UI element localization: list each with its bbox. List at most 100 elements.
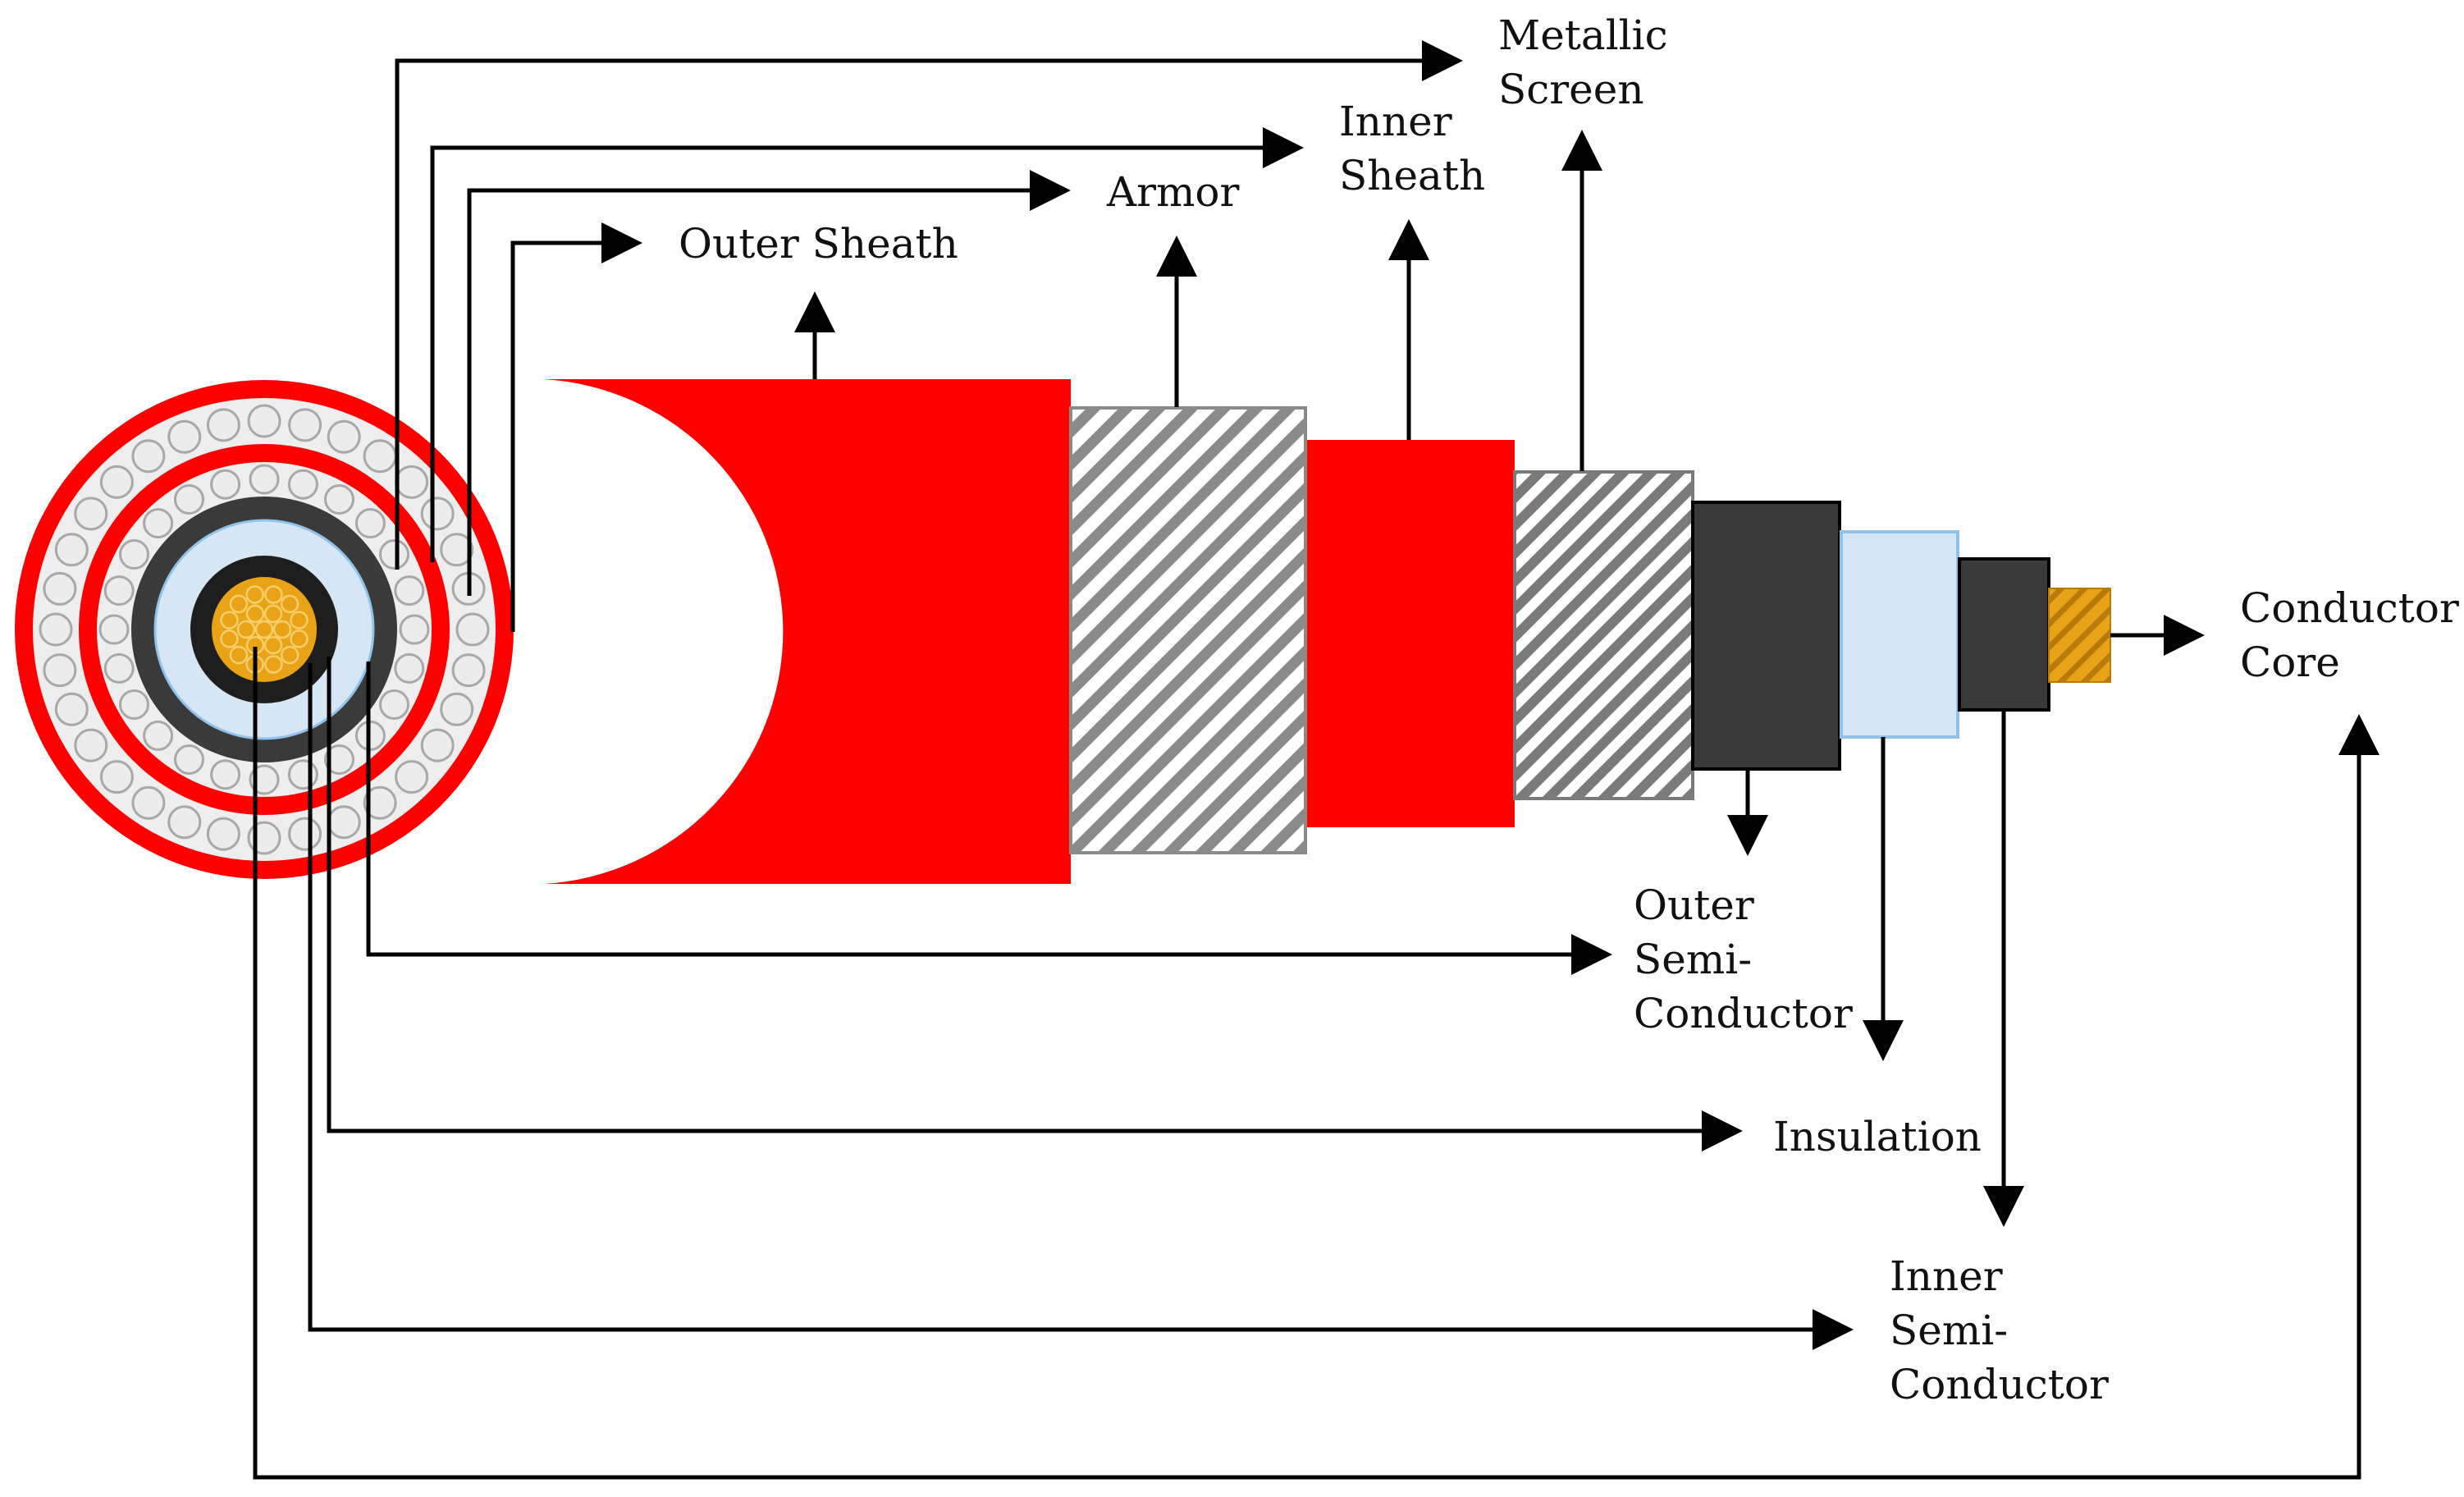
core-strand <box>280 594 299 614</box>
screen-wire <box>379 689 409 720</box>
core-strand <box>264 655 283 674</box>
screen-wire <box>324 484 354 515</box>
armor-wire <box>395 465 429 499</box>
label-metallic-screen: Metallic Screen <box>1498 8 1668 117</box>
screen-wire <box>210 469 241 500</box>
armor-wire <box>327 805 361 840</box>
side-armor <box>1069 406 1307 854</box>
cable-cross-section <box>15 380 514 879</box>
core-strand <box>290 629 309 648</box>
label-inner-semiconductor-line1: Inner <box>1890 1252 2003 1300</box>
leader-insulation <box>327 657 1743 1151</box>
armor-wire <box>455 612 490 647</box>
label-inner-sheath-line2: Sheath <box>1339 152 1486 199</box>
side-outer-sheath <box>543 379 1071 884</box>
label-outer-sheath: Outer Sheath <box>679 217 958 271</box>
label-armor-text: Armor <box>1107 168 1240 216</box>
leader-inner-sheath <box>430 127 1304 562</box>
armor-wire <box>131 785 166 820</box>
label-outer-semiconductor: Outer Semi- Conductor <box>1634 878 1853 1041</box>
side-conductor-core <box>2048 588 2111 683</box>
core-strand <box>254 620 274 639</box>
armor-wire <box>167 419 202 454</box>
screen-wire <box>394 652 425 684</box>
screen-wire <box>174 484 204 515</box>
armor-wire <box>167 805 202 840</box>
screen-wire <box>399 614 430 645</box>
core-strand <box>264 585 283 604</box>
leader-outer-sheath <box>510 222 642 632</box>
armor-wire <box>39 612 73 647</box>
core-strand <box>290 611 309 629</box>
armor-wire <box>327 419 361 454</box>
side-insulation <box>1840 530 1959 739</box>
label-inner-sheath: Inner Sheath <box>1339 94 1485 203</box>
armor-wire <box>43 571 77 606</box>
side-inner-semiconductor <box>1958 557 2050 712</box>
armor-wire <box>395 760 429 794</box>
armor-wire <box>288 817 322 851</box>
screen-wire <box>354 508 386 539</box>
screen-wire <box>143 508 174 539</box>
label-outer-semiconductor-line2: Semi- <box>1634 936 1753 983</box>
leader-lines <box>253 40 2379 1480</box>
label-insulation: Insulation <box>1773 1110 1982 1164</box>
screen-wire <box>143 720 174 751</box>
leader-armor <box>467 170 1071 596</box>
label-metallic-screen-line1: Metallic <box>1498 11 1668 59</box>
core-strand <box>229 594 249 614</box>
armor-wire <box>206 817 240 851</box>
label-insulation-text: Insulation <box>1773 1113 1982 1161</box>
armor-wire <box>288 408 322 442</box>
label-inner-sheath-line1: Inner <box>1339 98 1452 145</box>
screen-wire <box>324 744 354 775</box>
leader-conductor-core <box>253 647 2379 1480</box>
core-strand <box>220 611 239 629</box>
armor-wire <box>74 497 108 531</box>
armor-wire <box>420 728 455 762</box>
core-strands <box>220 585 309 674</box>
core-strand <box>229 645 249 665</box>
leader-outer-semiconductor <box>366 662 1612 975</box>
leader-inner-semiconductor <box>308 663 1854 1350</box>
screen-wire <box>379 539 409 570</box>
cross-conductor-core <box>212 577 317 682</box>
armor-wire <box>363 439 397 474</box>
armor-wire <box>440 692 474 726</box>
armor-wire <box>363 785 397 820</box>
label-inner-semiconductor-line3: Conductor <box>1890 1361 2109 1408</box>
label-armor: Armor <box>1107 165 1239 219</box>
label-conductor-core-line1: Conductor <box>2240 584 2459 632</box>
label-metallic-screen-line2: Screen <box>1498 66 1644 113</box>
core-strand <box>272 620 292 639</box>
screen-wire <box>249 464 280 495</box>
armor-wire <box>99 760 134 794</box>
screen-wire <box>119 689 149 720</box>
side-metallic-screen <box>1513 470 1694 800</box>
core-strand <box>263 604 283 624</box>
core-strand <box>236 620 256 639</box>
core-strand <box>245 604 265 624</box>
armor-wire <box>99 465 134 499</box>
screen-wire <box>287 469 318 500</box>
armor-wire <box>54 533 89 567</box>
armor-wire <box>54 692 89 726</box>
armor-wire <box>420 497 455 531</box>
label-outer-sheath-text: Outer Sheath <box>679 220 958 268</box>
core-strand <box>220 629 239 648</box>
label-conductor-core: Conductor Core <box>2240 581 2459 689</box>
screen-wire <box>103 575 135 607</box>
screen-wire <box>119 539 149 570</box>
core-strand <box>263 635 283 655</box>
core-strand <box>245 585 264 604</box>
armor-wire <box>247 404 281 438</box>
label-inner-semiconductor: Inner Semi- Conductor <box>1890 1249 2109 1412</box>
cable-layers-side-view <box>543 379 2111 884</box>
armor-wire <box>74 728 108 762</box>
screen-wire <box>210 759 241 790</box>
screen-wire <box>174 744 204 775</box>
label-outer-semiconductor-line3: Conductor <box>1634 990 1853 1037</box>
armor-wire <box>206 408 240 442</box>
side-outer-semiconductor <box>1691 501 1841 771</box>
